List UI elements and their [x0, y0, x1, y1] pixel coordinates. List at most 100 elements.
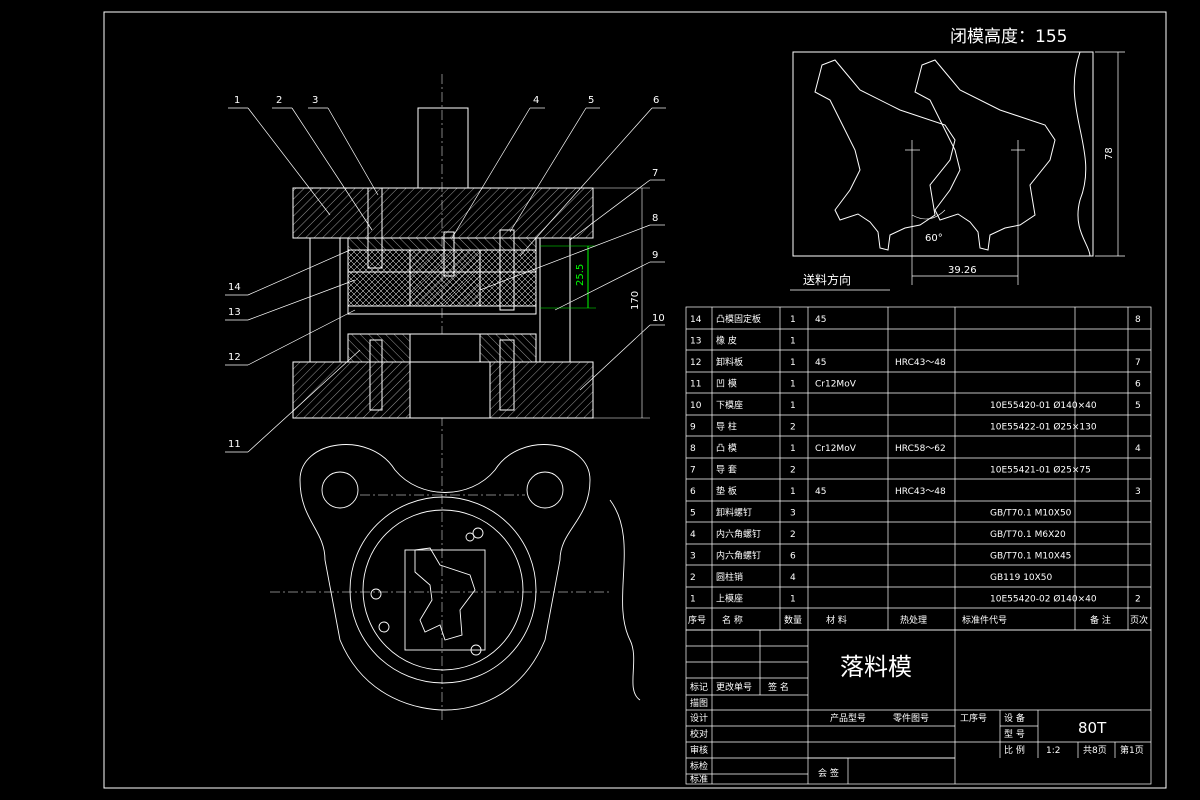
title-block	[685, 629, 1152, 785]
bom-cell-std: GB119 10X50	[990, 573, 1053, 583]
callout-3: 3	[312, 95, 318, 106]
bom-cell-material: Cr12MoV	[815, 444, 857, 454]
bom-cell-name: 上模座	[716, 593, 743, 605]
bom-header-cell: 热处理	[900, 614, 927, 626]
drawing-name: 落料模	[840, 653, 912, 681]
bom-cell-no: 10	[690, 401, 702, 411]
callout-5: 5	[588, 95, 594, 106]
bom-cell-std: GB/T70.1 M10X50	[990, 509, 1072, 519]
bom-cell-std: 10E55421-01 Ø25×75	[990, 465, 1091, 476]
label-std-check: 标检	[690, 760, 708, 772]
bom-cell-qty: 1	[790, 595, 796, 605]
page-no: 第1页	[1120, 744, 1144, 756]
label-design: 设计	[690, 712, 708, 724]
outer-frame	[103, 11, 1167, 789]
bom-cell-name: 凹 模	[716, 379, 737, 390]
bom-cell-qty: 1	[790, 487, 796, 497]
bom-cell-no: 9	[690, 423, 696, 433]
label-proof: 校对	[690, 728, 708, 740]
bom-cell-material: 45	[815, 315, 826, 325]
bom-cell-no: 7	[690, 466, 696, 476]
callout-8: 8	[652, 213, 658, 224]
bom-cell-page: 7	[1135, 358, 1141, 368]
bom-cell-no: 1	[690, 595, 696, 605]
bom-cell-no: 11	[690, 380, 701, 390]
callout-13: 13	[228, 307, 241, 318]
callout-6: 6	[653, 95, 659, 106]
feed-direction-label: 送料方向	[803, 272, 851, 287]
bom-header-cell: 备 注	[1090, 614, 1111, 626]
bom-cell-std: 10E55420-02 Ø140×40	[990, 594, 1097, 605]
bom-cell-heat: HRC43～48	[895, 358, 946, 368]
tonnage: 80T	[1078, 719, 1107, 737]
callout-1: 1	[234, 95, 240, 106]
bom-cell-page: 8	[1135, 315, 1141, 325]
bom-cell-heat: HRC58～62	[895, 444, 946, 454]
bom-cell-no: 14	[690, 315, 702, 325]
bom-cell-no: 4	[690, 530, 696, 540]
bom-cell-no: 5	[690, 509, 696, 519]
bom-cell-qty: 1	[790, 380, 796, 390]
label-review: 审核	[690, 744, 708, 756]
bom-cell-qty: 1	[790, 401, 796, 411]
bom-cell-no: 6	[690, 487, 696, 497]
bom-header-cell: 标准件代号	[962, 614, 1007, 626]
bom-header-cell: 页次	[1130, 614, 1148, 626]
bom-cell-material: Cr12MoV	[815, 380, 857, 390]
callout-4: 4	[533, 95, 539, 106]
bom-cell-qty: 1	[790, 315, 796, 325]
product-code: 产品型号	[830, 712, 866, 724]
process-no: 工序号	[960, 712, 987, 724]
bom-cell-qty: 4	[790, 573, 796, 583]
callout-7: 7	[652, 168, 658, 179]
bom-cell-name: 导 套	[716, 464, 737, 476]
label-trace: 描图	[690, 697, 708, 709]
bom-cell-material: 45	[815, 487, 826, 497]
bom-header-cell: 序号	[688, 614, 706, 626]
label-standard: 标准	[690, 773, 708, 785]
section-view: 170 25.5	[292, 74, 650, 440]
bom-cell-name: 下模座	[716, 399, 743, 411]
rev-label-change: 更改单号	[716, 681, 752, 693]
bom-cell-std: GB/T70.1 M10X45	[990, 552, 1071, 562]
bom-cell-page: 5	[1135, 401, 1141, 411]
bom-cell-qty: 1	[790, 358, 796, 368]
bom-cell-qty: 2	[790, 423, 796, 433]
bom-cell-name: 卸料板	[716, 356, 743, 368]
closed-height-title: 闭模高度：155	[950, 27, 1067, 47]
rev-label-sign: 签 名	[768, 681, 789, 693]
bom-cell-qty: 2	[790, 530, 796, 540]
plan-view	[299, 444, 641, 711]
scale-label: 比 例	[1004, 744, 1025, 756]
bom-cell-material: 45	[815, 358, 826, 368]
bom-header-cell: 数量	[784, 614, 802, 626]
bom-cell-qty: 6	[790, 552, 796, 562]
green-dim: 25.5	[575, 264, 586, 286]
bom-cell-no: 13	[690, 337, 701, 347]
bom-cell-qty: 2	[790, 466, 796, 476]
bom-cell-qty: 1	[790, 337, 796, 347]
callout-14: 14	[228, 282, 241, 293]
bom-cell-std: 10E55422-01 Ø25×130	[990, 422, 1097, 433]
model-no: 型 号	[1004, 729, 1025, 740]
bom-cell-qty: 1	[790, 444, 796, 454]
bom-cell-heat: HRC43～48	[895, 487, 946, 497]
bom-header-cell: 名 称	[722, 614, 743, 626]
scale-value: 1:2	[1046, 746, 1060, 756]
bom-cell-page: 3	[1135, 487, 1141, 497]
bom-cell-std: 10E55420-01 Ø140×40	[990, 400, 1097, 411]
bom-header-cell: 材 料	[826, 614, 847, 626]
bom-cell-qty: 3	[790, 509, 796, 519]
callout-10: 10	[652, 313, 665, 324]
total-height-dim: 170	[630, 291, 641, 310]
callout-9: 9	[652, 250, 658, 261]
part-code: 零件图号	[893, 712, 929, 724]
bom-cell-name: 导 柱	[716, 421, 737, 433]
callout-12: 12	[228, 352, 241, 363]
bom-cell-name: 凸模固定板	[716, 313, 761, 325]
bom-cell-name: 橡 皮	[716, 335, 737, 347]
bom-cell-page: 4	[1135, 444, 1141, 454]
bom-cell-name: 内六角螺钉	[716, 528, 761, 540]
